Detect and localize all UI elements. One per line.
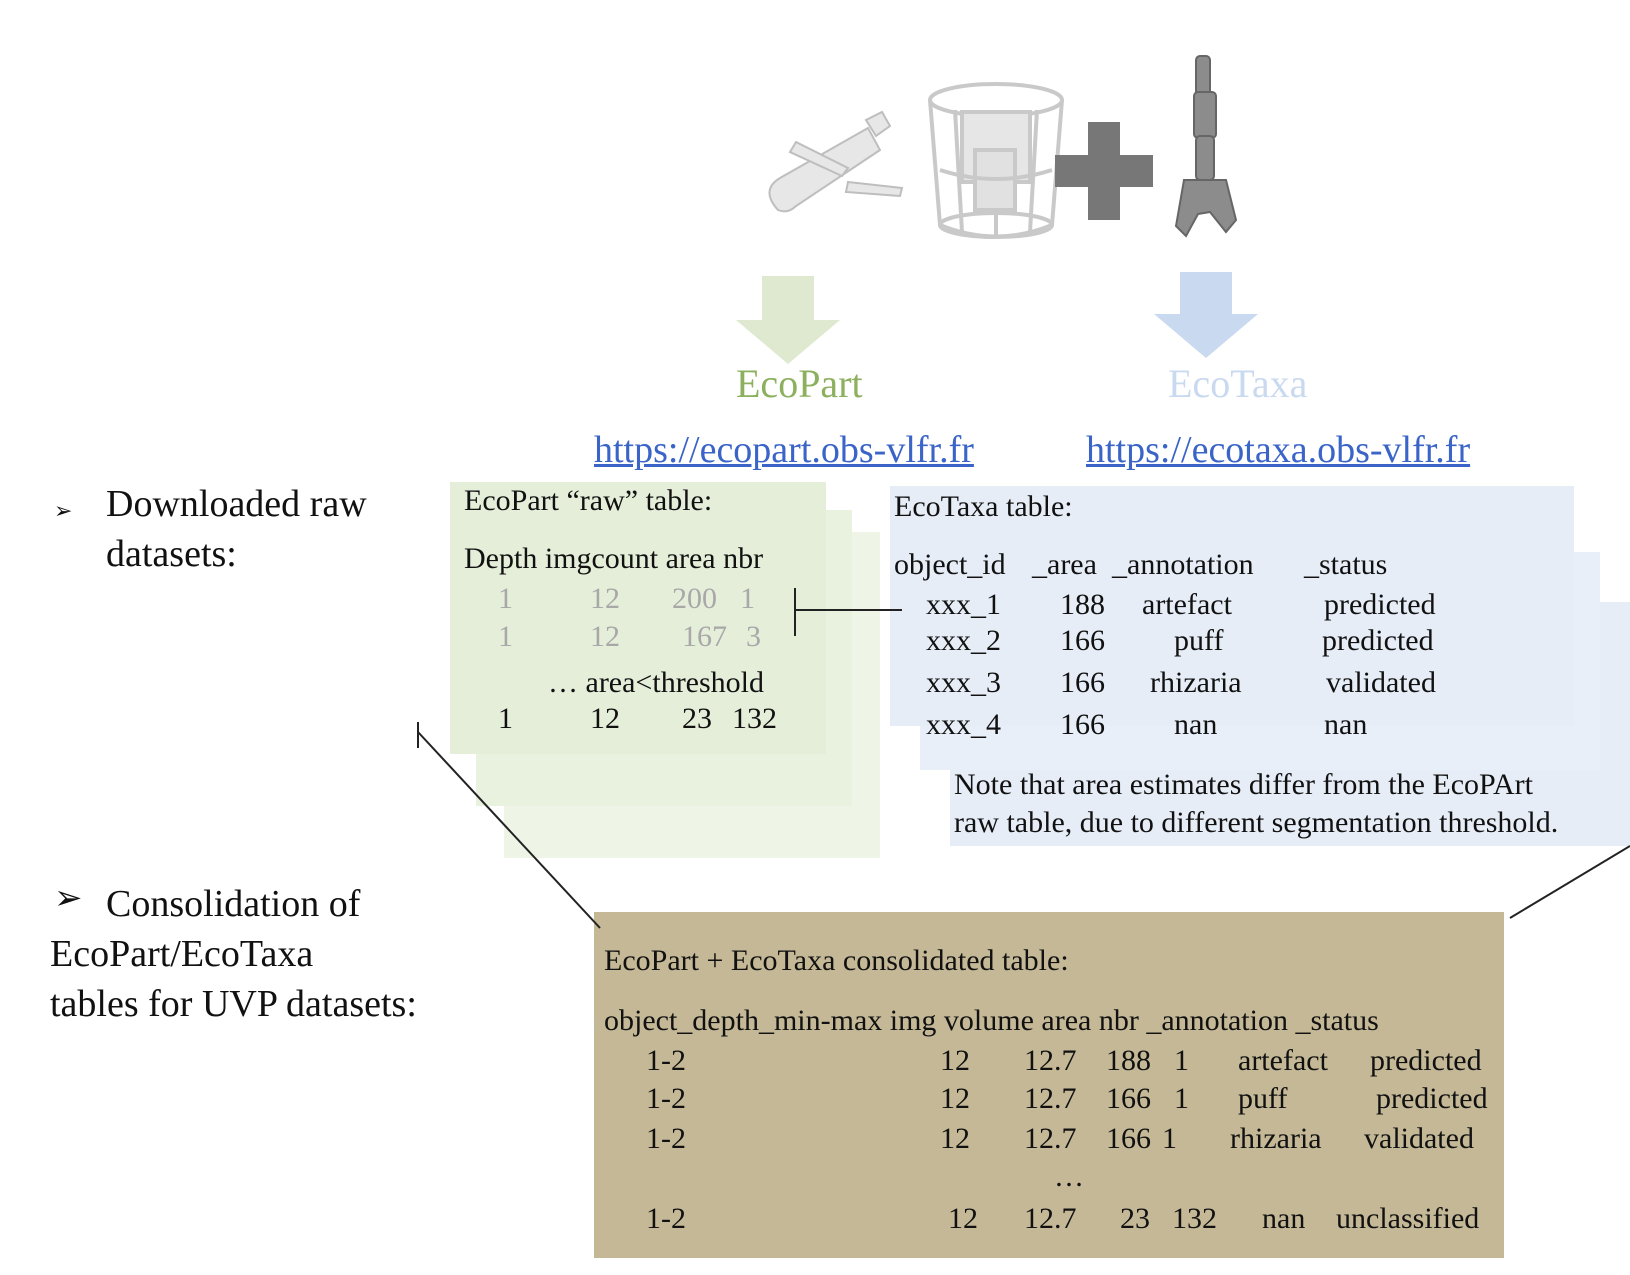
ecotaxa-cell: 166 [1060,666,1105,699]
consolidated-cell: predicted [1376,1082,1488,1115]
ecotaxa-cell: 166 [1060,624,1105,657]
consolidated-cell: unclassified [1336,1202,1480,1235]
consolidated-cell: 23 [1120,1202,1150,1235]
ecotaxa-box [890,486,1574,726]
consolidated-cell: artefact [1238,1044,1328,1077]
zoom-line-right [1509,845,1630,919]
ecopart-link[interactable]: https://ecopart.obs-vlfr.fr [594,429,974,471]
ecopart-cell: 23 [682,702,712,735]
consolidated-cell: 132 [1172,1202,1217,1235]
ecotaxa-cell: 166 [1060,708,1105,741]
consolidated-cell: 188 [1106,1044,1151,1077]
consolidated-cell: 12.7 [1024,1202,1077,1235]
consolidated-ellipsis: … [1054,1160,1084,1193]
consolidated-box [594,912,1504,1258]
bullet-marker: ➢ [54,498,73,523]
bracket-connector [794,588,902,636]
consolidated-cell: 1 [1174,1044,1189,1077]
ecopart-cell: 12 [590,702,620,735]
ecotaxa-link[interactable]: https://ecotaxa.obs-vlfr.fr [1086,429,1471,471]
ecotaxa-header: _status [1304,548,1388,581]
bullet-marker: ➢ [54,880,83,917]
glider-icon [768,110,904,213]
ecopart-box [450,482,826,754]
ecopart-threshold-note: … area<threshold [548,666,765,699]
bullet-consolidation-line1: Consolidation of [106,883,361,925]
ecotaxa-cell: xxx_2 [926,624,1001,657]
ecopart-table-title: EcoPart “raw” table: [464,484,713,517]
ecotaxa-header: _area [1032,548,1097,581]
ecotaxa-cell: predicted [1322,624,1434,657]
ecotaxa-note-line1: Note that area estimates differ from the… [954,768,1533,801]
ecopart-cell: 1 [498,620,513,653]
bullet-downloaded-line1: Downloaded raw [106,483,367,525]
consolidated-cell: 12.7 [1024,1122,1077,1155]
consolidated-cell: 166 [1106,1122,1151,1155]
consolidated-cell: predicted [1370,1044,1482,1077]
ecotaxa-cell: xxx_3 [926,666,1001,699]
consolidated-cell: rhizaria [1230,1122,1322,1155]
ecotaxa-header: _annotation [1112,548,1254,581]
ecopart-cell: 167 [682,620,727,653]
consolidated-cell: 12 [940,1082,970,1115]
ecotaxa-note-line2: raw table, due to different segmentation… [954,806,1559,839]
consolidated-cell: 1 [1174,1082,1189,1115]
ecotaxa-table-title: EcoTaxa table: [894,490,1073,523]
consolidated-cell: 12.7 [1024,1082,1077,1115]
uvp-frame-icon [928,82,1064,239]
consolidated-cell: 1-2 [646,1044,686,1077]
consolidated-cell: 12 [940,1044,970,1077]
arrow-down-icon [1154,272,1258,358]
ecotaxa-label: EcoTaxa [1168,361,1308,406]
consolidated-cell: 1-2 [646,1202,686,1235]
consolidated-cell: nan [1262,1202,1306,1235]
ecotaxa-cell: puff [1174,624,1224,657]
ecopart-cell: 3 [746,620,761,653]
ecopart-table-header: Depth imgcount area nbr [464,542,764,575]
ecopart-cell: 1 [498,702,513,735]
ecotaxa-cell: nan [1174,708,1218,741]
zoom-line-left [417,731,601,929]
consolidated-table-header: object_depth_min-max img volume area nbr… [604,1004,1379,1037]
ecopart-cell: 12 [590,582,620,615]
consolidated-cell: 12 [940,1122,970,1155]
consolidated-cell: 1-2 [646,1082,686,1115]
ecotaxa-cell: artefact [1142,588,1232,621]
arrow-down-icon [736,276,840,364]
consolidated-cell: validated [1364,1122,1474,1155]
consolidated-cell: 1 [1162,1122,1177,1155]
consolidated-cell: 12 [948,1202,978,1235]
ecotaxa-cell: rhizaria [1150,666,1242,699]
consolidated-cell: puff [1238,1082,1288,1115]
plus-icon [1055,122,1153,220]
consolidated-table-title: EcoPart + EcoTaxa consolidated table: [604,944,1069,977]
bullet-consolidation-line3: tables for UVP datasets: [50,983,417,1025]
ecopart-cell: 200 [672,582,717,615]
ecopart-cell: 132 [732,702,777,735]
ecopart-cell: 12 [590,620,620,653]
ecotaxa-cell: nan [1324,708,1368,741]
ecotaxa-cell: 188 [1060,588,1105,621]
ecopart-cell: 1 [740,582,755,615]
ecopart-label: EcoPart [736,361,863,406]
ecotaxa-header: object_id [894,548,1006,581]
ecotaxa-cell: xxx_4 [926,708,1001,741]
ecotaxa-cell: xxx_1 [926,588,1001,621]
uvp-instrument-icon [1174,55,1238,238]
ecotaxa-cell: predicted [1324,588,1436,621]
consolidated-cell: 12.7 [1024,1044,1077,1077]
ecopart-cell: 1 [498,582,513,615]
consolidated-cell: 166 [1106,1082,1151,1115]
consolidated-cell: 1-2 [646,1122,686,1155]
bullet-downloaded-line2: datasets: [106,533,237,575]
bullet-consolidation-line2: EcoPart/EcoTaxa [50,933,314,975]
ecotaxa-cell: validated [1326,666,1436,699]
